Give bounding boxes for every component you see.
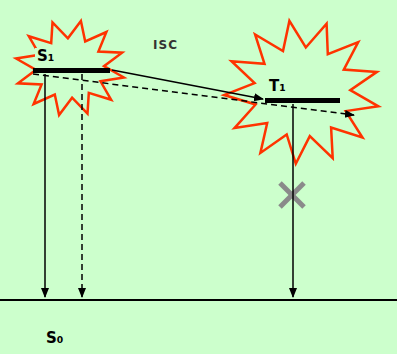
cross-mark — [280, 183, 304, 207]
edge-label: ISC — [151, 38, 180, 52]
level-label: S₁ — [35, 48, 56, 65]
ground-level: S₀ — [0, 299, 397, 347]
transition-arrow — [112, 70, 263, 99]
cross-mark — [280, 183, 304, 207]
transition-arrow — [44, 74, 46, 297]
transition-arrow — [33, 74, 354, 115]
level-label: T₁ — [267, 78, 288, 95]
level-label: S₀ — [44, 330, 65, 347]
transition-arrow — [292, 104, 294, 297]
transition-arrow — [81, 74, 83, 297]
excitation-burst — [16, 21, 124, 115]
excitation-burst — [224, 21, 378, 164]
energy-level: T₁ — [265, 76, 340, 103]
energy-level: S₁ — [33, 46, 110, 73]
